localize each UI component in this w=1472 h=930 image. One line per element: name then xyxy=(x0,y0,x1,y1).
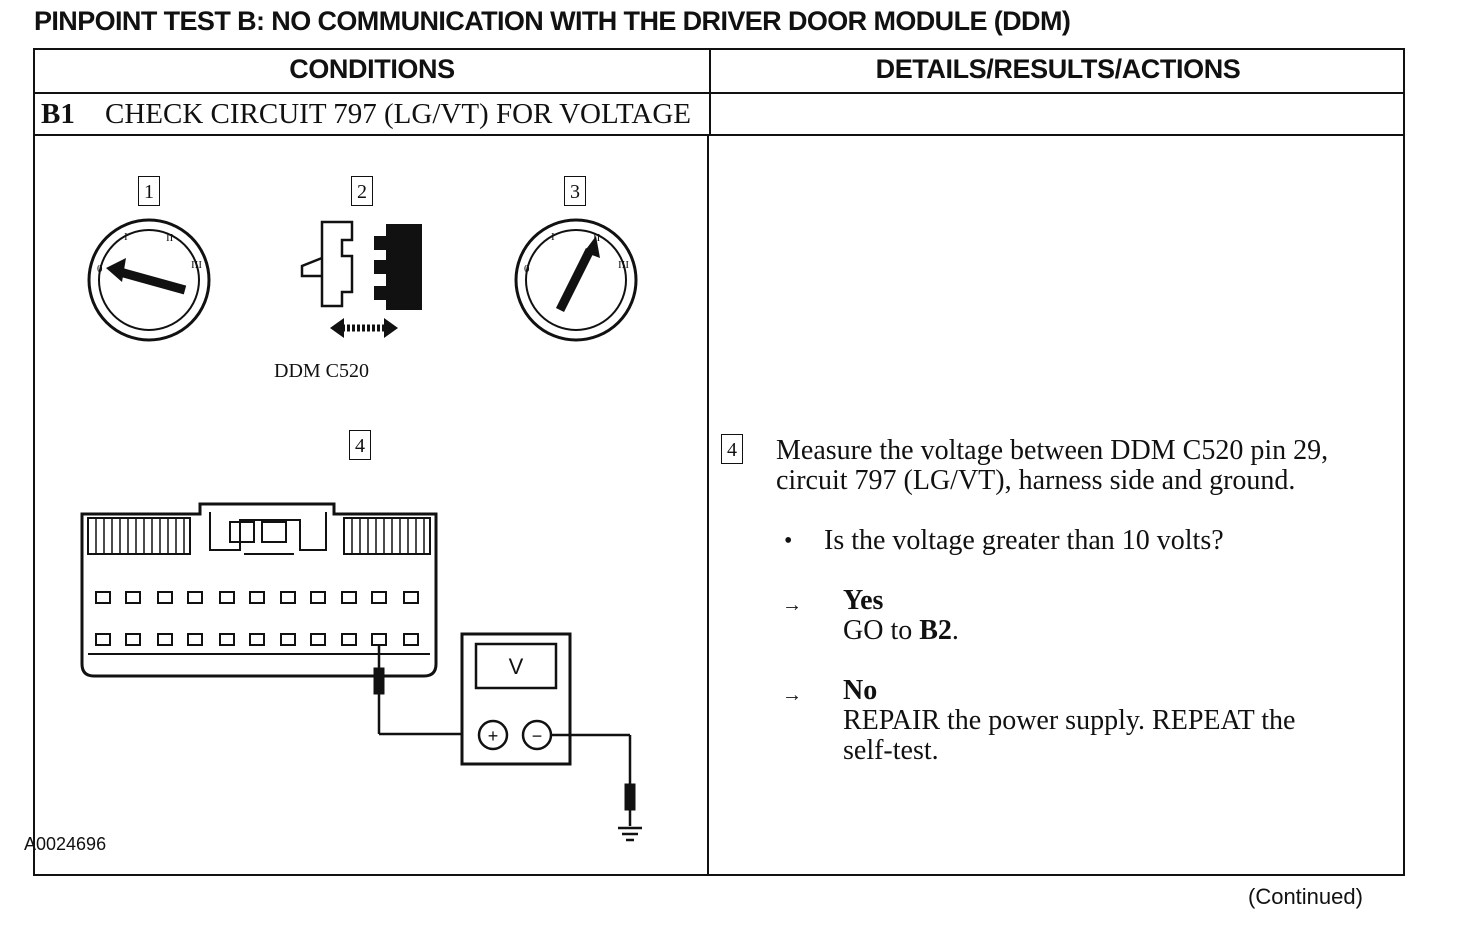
yes-action-suffix: . xyxy=(951,615,959,646)
positive-probe-lead xyxy=(373,645,462,736)
svg-text:II: II xyxy=(166,232,174,244)
step-rule xyxy=(35,134,1403,136)
yes-arrow-icon: → xyxy=(782,594,802,616)
step-heading: B1 CHECK CIRCUIT 797 (LG/VT) FOR VOLTAGE xyxy=(41,98,691,131)
instruction-line-1: Measure the voltage between DDM C520 pin… xyxy=(776,435,1329,466)
connector-label: DDM C520 xyxy=(274,360,370,382)
positive-terminal-label: + xyxy=(488,726,499,746)
ddm-c520-connector-icon xyxy=(80,502,438,678)
svg-text:III: III xyxy=(191,259,202,271)
yes-action-prefix: GO to xyxy=(843,615,920,646)
ground-symbol-icon xyxy=(618,826,642,842)
figure-id: A0024696 xyxy=(24,834,107,854)
step-id: B1 xyxy=(41,98,75,130)
question-text: Is the voltage greater than 10 volts? xyxy=(824,525,1224,556)
column-divider xyxy=(707,136,709,876)
ignition-switch-run-icon: 0 I II III xyxy=(514,218,638,342)
instruction-line-2: circuit 797 (LG/VT), harness side and gr… xyxy=(776,465,1296,496)
step-title: CHECK CIRCUIT 797 (LG/VT) FOR VOLTAGE xyxy=(105,98,692,130)
svg-text:I: I xyxy=(551,231,555,243)
details-heading: DETAILS/RESULTS/ACTIONS xyxy=(875,54,1241,84)
conditions-illustration: 0 I II III 0 I II III xyxy=(80,218,642,842)
yes-action-target-link[interactable]: B2 xyxy=(919,615,952,646)
yes-label: Yes xyxy=(843,585,884,616)
no-action-line-2: self-test. xyxy=(843,735,939,766)
ignition-switch-off-icon: 0 I II III xyxy=(87,218,211,342)
pinpoint-test-table: CONDITIONS DETAILS/RESULTS/ACTIONS B1 CHE… xyxy=(33,48,1405,876)
voltmeter-readout-label: V xyxy=(509,654,524,679)
details-step-number: 4 xyxy=(721,434,743,464)
no-label: No xyxy=(843,675,878,706)
question-bullet: • xyxy=(784,528,793,554)
step-number-4: 4 xyxy=(349,430,371,460)
svg-text:II: II xyxy=(593,232,601,244)
negative-terminal-label: − xyxy=(532,726,543,746)
svg-text:III: III xyxy=(618,259,629,271)
header-rule xyxy=(35,92,1403,94)
page-title: PINPOINT TEST B: NO COMMUNICATION WITH T… xyxy=(34,6,1071,36)
no-action-line-1: REPAIR the power supply. REPEAT the xyxy=(843,705,1296,736)
step-number-1: 1 xyxy=(138,176,160,206)
ground-lead xyxy=(551,733,636,826)
svg-text:0: 0 xyxy=(97,263,103,275)
connector-disconnect-icon xyxy=(300,220,422,338)
continued-note: (Continued) xyxy=(1248,884,1363,909)
step-number-3: 3 xyxy=(564,176,586,206)
svg-text:0: 0 xyxy=(524,263,530,275)
svg-text:I: I xyxy=(124,231,128,243)
yes-action: GO to B2. xyxy=(843,616,959,646)
step-number-2: 2 xyxy=(351,176,373,206)
voltmeter-icon: V + − xyxy=(460,632,572,766)
conditions-heading: CONDITIONS xyxy=(289,54,455,84)
no-arrow-icon: → xyxy=(782,684,802,706)
